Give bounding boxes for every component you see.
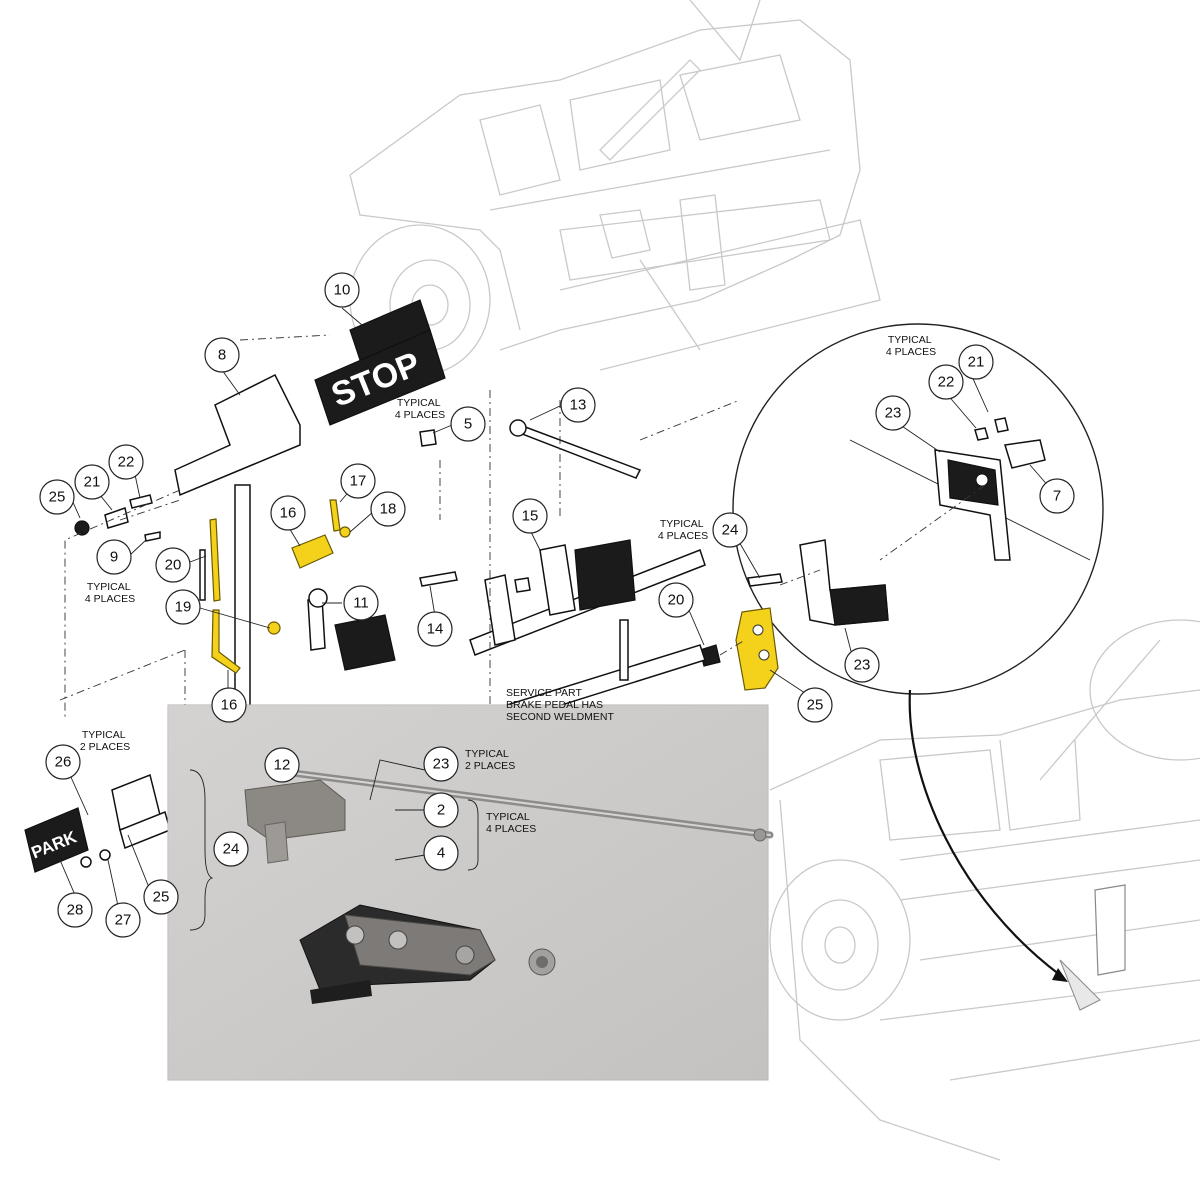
cart-outline-top — [349, 0, 881, 376]
notes: TYPICAL 4 PLACES TYPICAL 4 PLACES TYPICA… — [80, 334, 936, 835]
svg-text:28: 28 — [67, 902, 84, 919]
callout-4: 4 — [423, 835, 459, 871]
svg-text:25: 25 — [153, 889, 170, 906]
callout-24-main: 24 — [213, 831, 249, 867]
svg-text:22: 22 — [118, 454, 135, 471]
callout-25: 25 — [39, 479, 75, 515]
callout-7: 7 — [1039, 478, 1075, 514]
callout-10: 10 — [324, 272, 360, 308]
svg-text:23: 23 — [433, 756, 450, 773]
callout-17: 17 — [340, 463, 376, 499]
callout-16-lower: 16 — [211, 687, 247, 723]
callout-13: 13 — [560, 387, 596, 423]
callout-22: 22 — [108, 444, 144, 480]
svg-text:7: 7 — [1053, 488, 1061, 505]
svg-text:14: 14 — [427, 621, 444, 638]
callout-27: 27 — [105, 902, 141, 938]
bracket-2-4 — [467, 799, 479, 871]
callout-24-detail: 24 — [712, 512, 748, 548]
callout-18: 18 — [370, 491, 406, 527]
callout-9: 9 — [96, 539, 132, 575]
note-typical-4-side: TYPICAL 4 PLACES — [658, 518, 708, 542]
callout-5: 5 — [450, 406, 486, 442]
svg-text:15: 15 — [522, 508, 539, 525]
callout-11: 11 — [343, 585, 379, 621]
note-typical-4-top: TYPICAL 4 PLACES — [395, 397, 445, 421]
svg-text:20: 20 — [668, 592, 685, 609]
detail-callout-circle — [699, 323, 1104, 982]
bracket-24 — [189, 769, 214, 931]
svg-text:27: 27 — [115, 912, 132, 929]
svg-text:23: 23 — [854, 657, 871, 674]
svg-text:16: 16 — [221, 697, 238, 714]
callout-15: 15 — [512, 498, 548, 534]
svg-text:5: 5 — [464, 416, 472, 433]
park-pad: PARK — [24, 807, 89, 873]
svg-text:18: 18 — [380, 501, 397, 518]
note-typical-4-mid: TYPICAL 4 PLACES — [486, 811, 536, 835]
svg-text:11: 11 — [353, 595, 369, 612]
note-typical-4-detail: TYPICAL 4 PLACES — [886, 334, 936, 358]
svg-text:24: 24 — [722, 522, 739, 539]
note-typical-2-left: TYPICAL 2 PLACES — [80, 729, 130, 753]
callout-23-detail-upper: 23 — [875, 395, 911, 431]
svg-text:21: 21 — [968, 354, 985, 371]
svg-text:19: 19 — [175, 599, 192, 616]
callout-12: 12 — [264, 747, 300, 783]
svg-text:10: 10 — [334, 282, 351, 299]
svg-text:24: 24 — [223, 841, 240, 858]
svg-text:25: 25 — [807, 697, 824, 714]
callout-22-detail: 22 — [928, 364, 964, 400]
svg-text:2: 2 — [437, 802, 445, 819]
svg-text:26: 26 — [55, 754, 72, 771]
note-typical-2-mid: TYPICAL 2 PLACES — [465, 748, 515, 772]
svg-text:13: 13 — [570, 397, 587, 414]
callout-21-detail: 21 — [958, 344, 994, 380]
note-typical-4-left: TYPICAL 4 PLACES — [85, 581, 135, 605]
callout-20-detail: 20 — [658, 582, 694, 618]
callouts: 10 8 13 5 22 21 25 9 17 18 16 20 15 19 1… — [39, 272, 1075, 938]
svg-text:12: 12 — [274, 757, 291, 774]
svg-text:16: 16 — [280, 505, 297, 522]
callout-25-detail: 25 — [797, 687, 833, 723]
svg-text:21: 21 — [84, 474, 101, 491]
note-service-part: SERVICE PART BRAKE PEDAL HAS SECOND WELD… — [506, 687, 615, 723]
callout-26: 26 — [45, 744, 81, 780]
callout-23-detail-lower: 23 — [844, 647, 880, 683]
callout-8: 8 — [204, 337, 240, 373]
callout-2: 2 — [423, 792, 459, 828]
svg-text:4: 4 — [437, 845, 445, 862]
callout-20: 20 — [155, 547, 191, 583]
callout-19: 19 — [165, 589, 201, 625]
svg-text:9: 9 — [110, 549, 118, 566]
callout-14: 14 — [417, 611, 453, 647]
svg-text:17: 17 — [350, 473, 367, 490]
callout-16-upper: 16 — [270, 495, 306, 531]
svg-text:25: 25 — [49, 489, 66, 506]
callout-28: 28 — [57, 892, 93, 928]
svg-text:20: 20 — [165, 557, 182, 574]
callout-21: 21 — [74, 464, 110, 500]
svg-text:8: 8 — [218, 347, 226, 364]
svg-text:23: 23 — [885, 405, 902, 422]
cart-outline-bottom — [769, 619, 1200, 1161]
callout-25-park: 25 — [143, 879, 179, 915]
callout-23-main: 23 — [423, 746, 459, 782]
svg-text:22: 22 — [938, 374, 955, 391]
